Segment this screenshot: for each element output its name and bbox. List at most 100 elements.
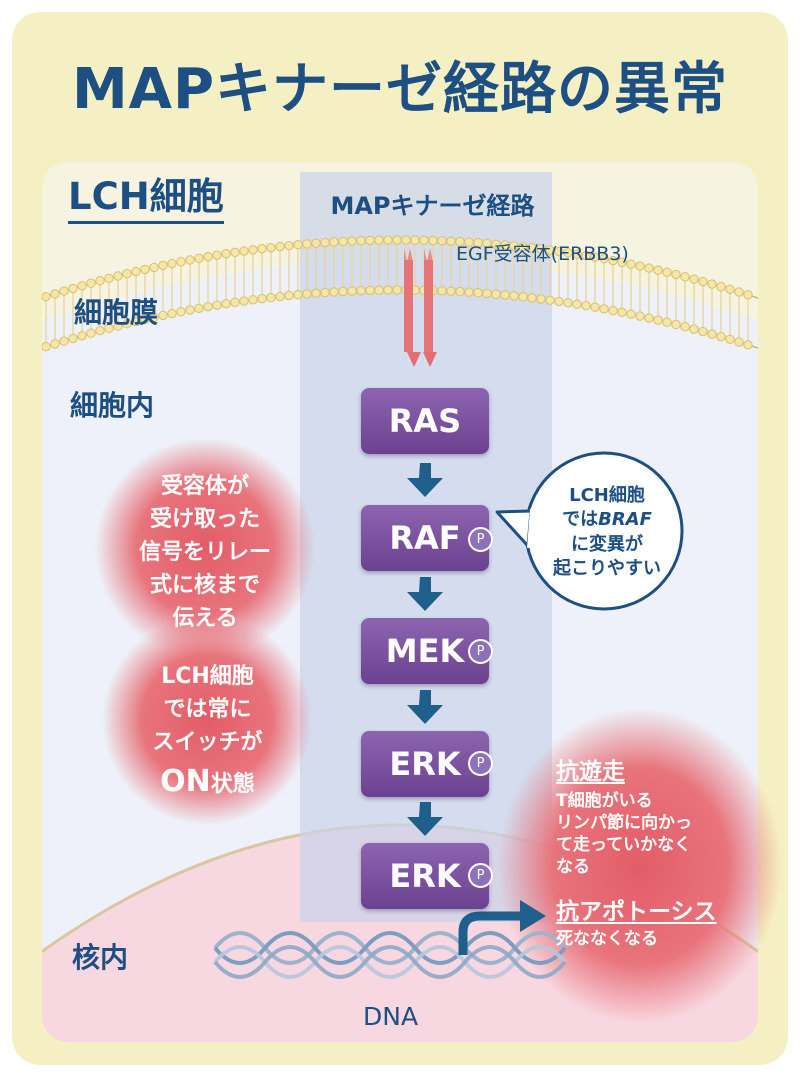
lipid-head <box>320 237 330 248</box>
lipid-head <box>167 258 177 269</box>
lipid-head <box>446 286 456 296</box>
lipid-head <box>356 285 366 296</box>
lipid-head <box>248 295 258 305</box>
lipid-head <box>707 279 717 289</box>
lipid-head <box>356 235 366 246</box>
lipid-head <box>257 243 267 254</box>
lipid-head <box>563 298 573 308</box>
lipid-head <box>176 257 186 267</box>
lipid-head <box>626 259 636 269</box>
lipid-head <box>95 276 105 286</box>
lipid-head <box>473 288 483 298</box>
lipid-head <box>311 238 321 248</box>
lipid-head <box>527 293 537 303</box>
lipid-head <box>689 274 699 284</box>
lipid-head <box>176 307 186 317</box>
lipid-head <box>734 287 744 297</box>
lipid-head <box>59 286 69 296</box>
lipid-head <box>140 314 150 325</box>
lipid-head <box>455 286 465 297</box>
lipid-head <box>293 290 303 300</box>
note-always-on: LCH細胞 では常に スイッチが ON状態 <box>125 660 290 804</box>
lipid-head <box>482 288 492 299</box>
anti-migration-heading: 抗遊走 <box>556 759 625 785</box>
speech-bubble <box>495 451 684 611</box>
lipid-head <box>68 283 78 294</box>
lipid-head <box>365 285 375 296</box>
lipid-head <box>113 271 123 281</box>
dna-helix <box>213 931 567 979</box>
note-blob-3 <box>498 708 782 1024</box>
nucleus-label: 核内 <box>72 941 129 974</box>
kinase-mek: MEK <box>361 618 489 684</box>
lipid-head <box>716 281 726 292</box>
expression-arrow-head <box>520 900 546 932</box>
bubble-line: ではBRAF <box>562 509 652 531</box>
lipid-head <box>374 285 384 295</box>
lipid-head <box>239 246 249 256</box>
lipid-head <box>230 247 240 258</box>
lipid-head <box>212 250 222 260</box>
lipid-head <box>509 241 519 251</box>
lipid-head <box>626 309 636 319</box>
kinase-erk: ERK <box>361 731 489 797</box>
lipid-head <box>131 266 141 277</box>
lipid-head <box>581 250 591 261</box>
note-relay: 受容体が 受け取った 信号をリレー 式に核まで 伝える <box>120 470 290 635</box>
lipid-head <box>257 293 267 304</box>
lipid-head <box>158 260 168 271</box>
lipid-head <box>500 290 510 300</box>
lipid-head <box>104 323 114 334</box>
lipid-head <box>428 235 438 246</box>
phospho-badge: P <box>468 863 493 888</box>
lipid-head <box>149 312 159 323</box>
lipid-head <box>42 342 51 352</box>
lipid-head <box>392 235 402 245</box>
expression-arrow <box>458 911 520 955</box>
lipid-head <box>590 252 600 262</box>
lipid-head <box>581 300 591 311</box>
lipid-head <box>482 238 492 249</box>
lipid-head <box>86 278 96 288</box>
pathway-label: MAPキナーゼ経路 <box>330 192 535 220</box>
lipid-head <box>95 326 105 336</box>
note-line: スイッチが <box>152 730 263 755</box>
lipid-head <box>212 300 222 310</box>
bubble-line: LCH細胞 <box>569 485 645 506</box>
anti-apoptosis-body: 死ななくなる <box>556 929 658 949</box>
lipid-head <box>158 310 168 321</box>
lipid-head <box>500 240 510 250</box>
lipid-head <box>230 297 240 308</box>
note-line: では常に <box>163 697 252 722</box>
lipid-head <box>383 235 393 245</box>
lipid-head <box>662 317 672 327</box>
lipid-head <box>122 319 132 329</box>
lipid-head <box>644 313 654 323</box>
lipid-head <box>374 235 384 245</box>
lipid-head <box>437 286 447 296</box>
lipid-head <box>671 269 681 280</box>
lipid-head <box>338 236 348 247</box>
lipid-head <box>383 285 393 295</box>
note-line: 伝える <box>172 606 238 631</box>
lipid-head <box>662 267 672 277</box>
phospho-badge: P <box>468 527 493 552</box>
receptor-label: EGF受容体(ERBB3) <box>456 243 629 265</box>
lipid-head <box>365 235 375 246</box>
lipid-head <box>680 322 690 332</box>
receptor-icon <box>404 248 437 367</box>
lipid-head <box>734 337 744 347</box>
lipid-head <box>338 286 348 297</box>
note-blob-1 <box>95 438 315 658</box>
lipid-head <box>50 339 60 349</box>
lipid-head <box>302 239 312 249</box>
lipid-head <box>50 289 60 299</box>
lipid-head <box>635 311 645 321</box>
lipid-head <box>248 245 258 255</box>
lipid-head <box>536 244 546 254</box>
lipid-head <box>59 336 69 346</box>
lipid-head <box>617 257 627 268</box>
lipid-head <box>392 285 402 295</box>
phospho-badge: P <box>468 639 493 664</box>
